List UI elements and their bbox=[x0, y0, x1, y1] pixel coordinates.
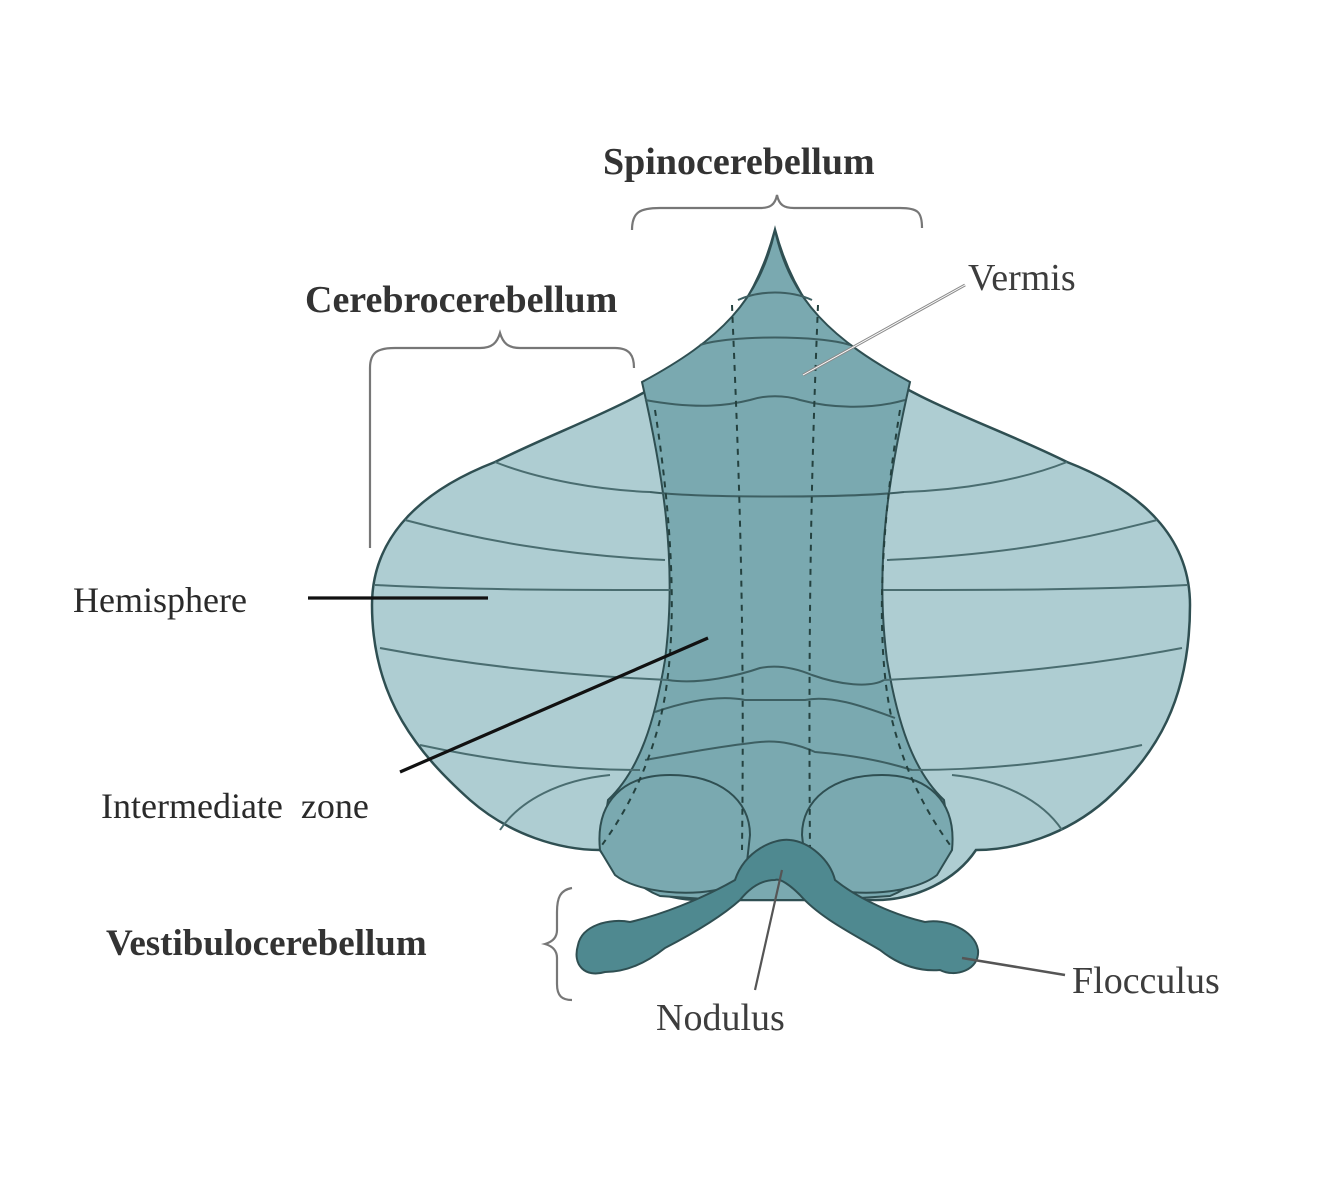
nodulus-shape bbox=[575, 838, 980, 975]
label-nodulus: Nodulus bbox=[656, 997, 785, 1039]
tonsil-left bbox=[598, 773, 752, 894]
label-flocculus: Flocculus bbox=[1072, 960, 1220, 1002]
label-vermis: Vermis bbox=[968, 257, 1076, 299]
leader-lines bbox=[308, 283, 1066, 991]
intermediate-zone-leader bbox=[399, 636, 709, 774]
nodulus-leader bbox=[753, 869, 784, 991]
vestibulocerebellum-bracket bbox=[541, 886, 573, 1002]
zone-boundaries bbox=[601, 304, 951, 851]
cerebrocerebellum-bracket bbox=[368, 329, 636, 548]
hemisphere-lobules bbox=[374, 461, 671, 831]
label-spinocerebellum: Spinocerebellum bbox=[603, 141, 875, 183]
vermis-lobules bbox=[644, 291, 913, 771]
label-vestibulocerebellum: Vestibulocerebellum bbox=[106, 923, 427, 964]
tonsil-right bbox=[800, 773, 954, 894]
label-intermediate-zone: Intermediate zone bbox=[101, 786, 369, 826]
label-hemisphere: Hemisphere bbox=[73, 580, 247, 620]
label-cerebrocerebellum: Cerebrocerebellum bbox=[305, 279, 617, 321]
spinocerebellum-bracket bbox=[630, 194, 924, 231]
flocculus-leader bbox=[961, 956, 1066, 977]
hemisphere-lobules-right bbox=[881, 461, 1188, 831]
